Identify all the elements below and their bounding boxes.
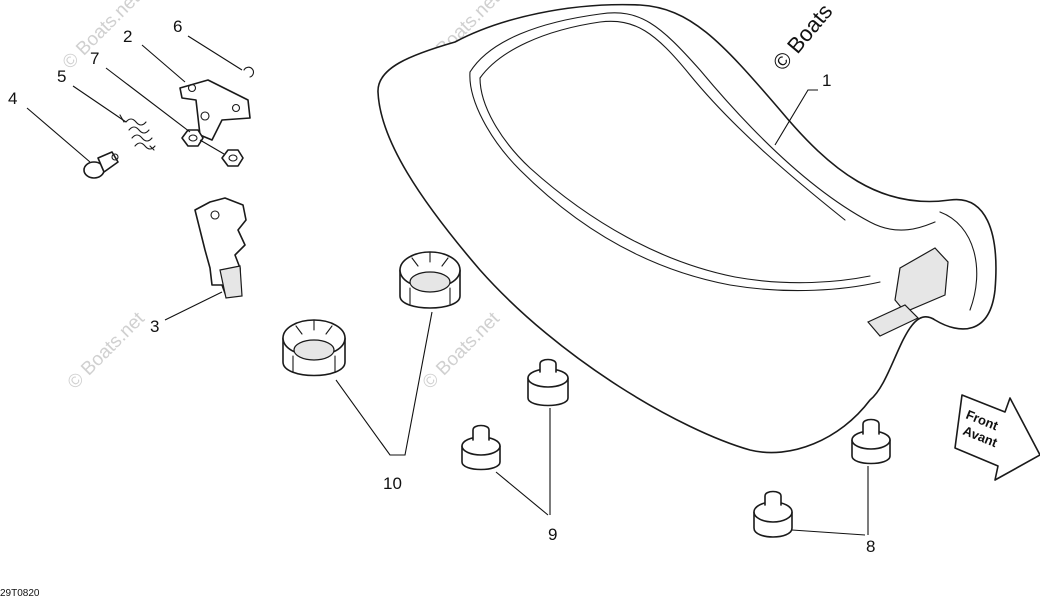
copyright-text: © Boats [768, 0, 838, 75]
watermark-3: © Boats.net [64, 308, 150, 394]
leader-6 [187, 35, 243, 71]
leader-9a [495, 471, 549, 516]
leader-8a [791, 529, 866, 536]
bracket-part[interactable] [179, 79, 251, 141]
nut-part-a[interactable] [181, 129, 204, 147]
callout-10: 10 [383, 474, 402, 493]
bumper-part-d[interactable] [753, 490, 793, 538]
leader-4 [26, 107, 91, 163]
bumper-part-a[interactable] [527, 358, 569, 407]
callouts: 1 2 3 4 5 6 7 8 9 10 [8, 17, 875, 556]
seat-part[interactable] [377, 3, 997, 454]
leader-1 [774, 89, 818, 146]
leader-5 [72, 85, 127, 123]
latch-part[interactable] [194, 197, 247, 299]
clip-part[interactable] [243, 66, 254, 78]
callout-4: 4 [8, 89, 17, 108]
callout-1: 1 [822, 71, 831, 90]
front-arrow: Front Avant [954, 394, 1040, 481]
leader-7b [199, 139, 225, 155]
callout-6: 6 [173, 17, 182, 36]
grommet-part-b[interactable] [282, 319, 346, 377]
callout-3: 3 [150, 317, 159, 336]
callout-8: 8 [866, 537, 875, 556]
callout-7: 7 [90, 49, 99, 68]
leader-lines [26, 35, 869, 536]
leader-3 [164, 291, 223, 321]
pin-part[interactable] [83, 151, 119, 179]
callout-2: 2 [123, 27, 132, 46]
watermark-4: © Boats.net [419, 308, 505, 394]
callout-9: 9 [548, 525, 557, 544]
leader-10a [335, 379, 397, 456]
leader-7a [105, 67, 191, 133]
leader-2 [141, 44, 186, 83]
bumper-part-c[interactable] [851, 418, 891, 465]
grommet-part-a[interactable] [399, 251, 461, 309]
nut-part-b[interactable] [221, 149, 244, 167]
callout-5: 5 [57, 67, 66, 86]
figure-code: 29T0820 [0, 588, 40, 597]
leader-10b [397, 311, 433, 456]
spring-part[interactable] [119, 114, 156, 151]
bumper-part-b[interactable] [461, 424, 501, 471]
